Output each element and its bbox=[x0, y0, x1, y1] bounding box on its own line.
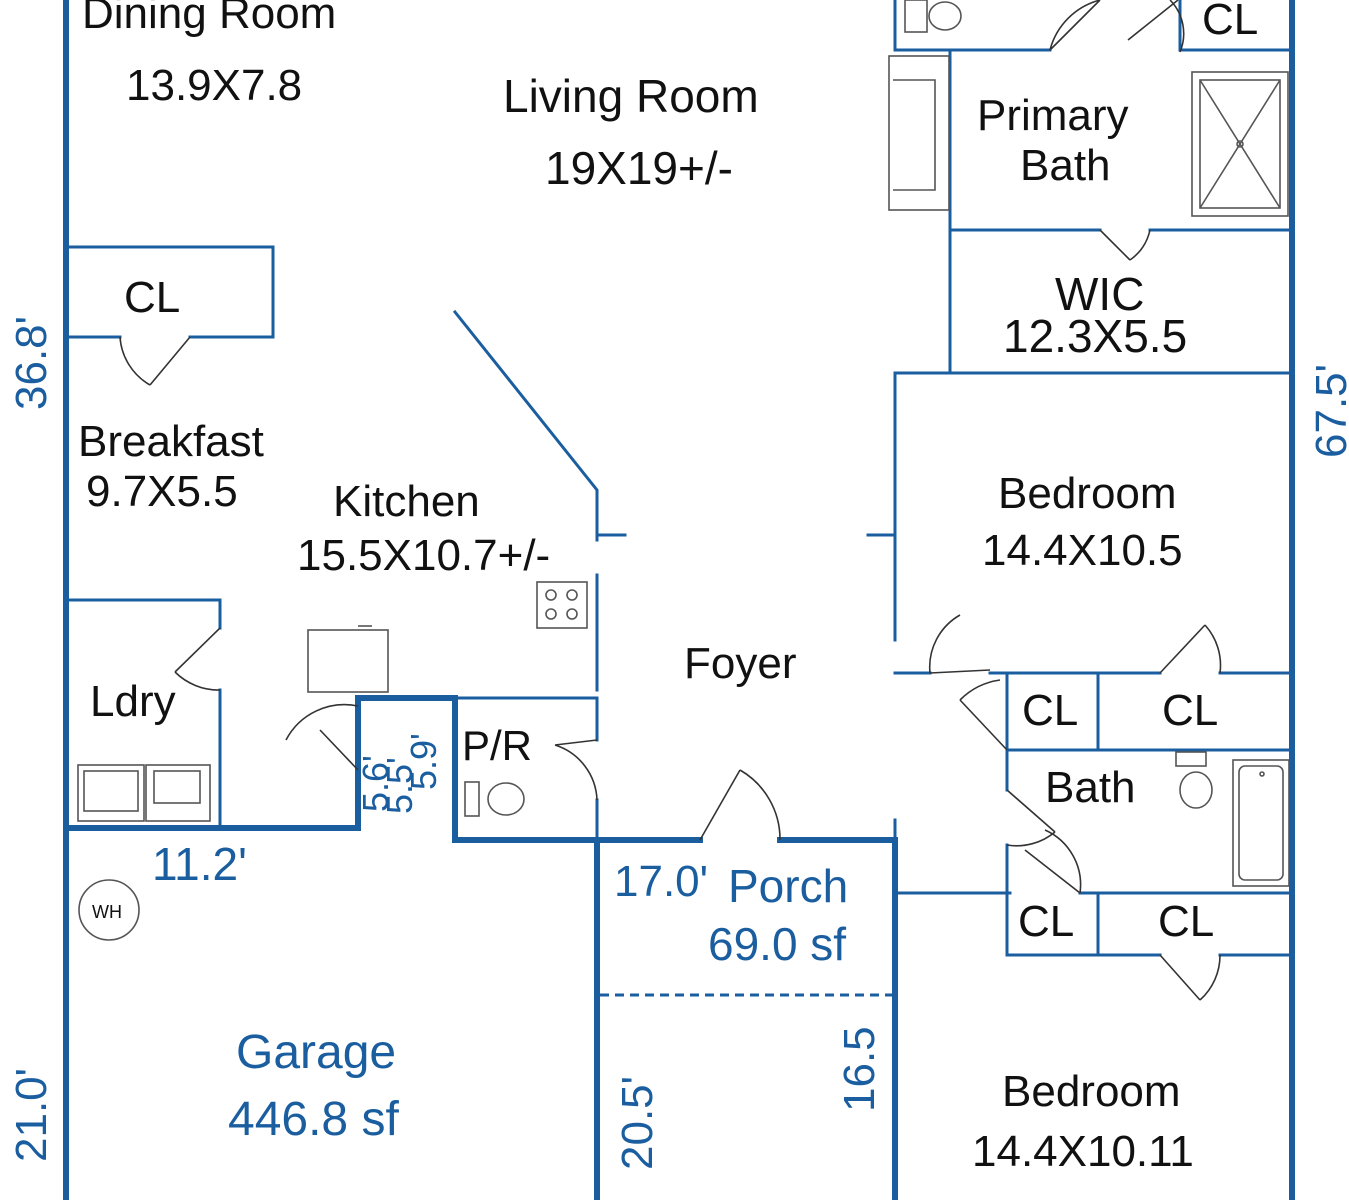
powder-toilet-icon bbox=[464, 781, 525, 817]
powder-room-wall bbox=[453, 696, 599, 842]
porch-name: Porch bbox=[728, 860, 848, 912]
door-breakfast-closet bbox=[119, 336, 191, 386]
bath-name: Bath bbox=[1045, 763, 1136, 812]
dimension-porch-depth: 16.5 bbox=[835, 1026, 884, 1112]
wic-name: WIC bbox=[1055, 268, 1144, 320]
fixtures bbox=[77, 0, 1290, 941]
dimension-left-lower: 21.0' bbox=[7, 1068, 56, 1162]
door-bath-2 bbox=[1024, 829, 1082, 894]
bedroom-2-name: Bedroom bbox=[1002, 1067, 1181, 1116]
dimension-garage-width: 11.2' bbox=[152, 838, 247, 890]
closet-bedroom-right: CL bbox=[1162, 686, 1218, 735]
door-bath bbox=[1006, 789, 1056, 847]
dimension-porch-width: 17.0' bbox=[614, 857, 708, 906]
door-top-closet-2 bbox=[1127, 0, 1185, 53]
dimension-right: 67.5' bbox=[1307, 364, 1349, 458]
garage-name: Garage bbox=[236, 1026, 396, 1079]
toilet-icon bbox=[904, 0, 962, 33]
door-laundry bbox=[174, 627, 221, 691]
bath-tub-icon bbox=[1232, 759, 1290, 887]
living-room-name: Living Room bbox=[503, 70, 759, 122]
door-bedroom-2-closet bbox=[1159, 954, 1221, 1001]
doors bbox=[119, 0, 1222, 1001]
primary-bath-name-2: Bath bbox=[1020, 141, 1111, 190]
door-bedroom-1-closet bbox=[1159, 624, 1222, 674]
kitchen-sink-icon bbox=[307, 625, 389, 693]
primary-bath-name-1: Primary bbox=[977, 91, 1129, 140]
room-labels: Dining Room 13.9X7.8 Living Room 19X19+/… bbox=[78, 0, 1258, 1176]
bedroom-2-size: 14.4X10.11 bbox=[972, 1127, 1194, 1176]
dimension-hall-b: 5.5' bbox=[379, 757, 420, 814]
bedroom-1-size: 14.4X10.5 bbox=[982, 526, 1183, 575]
breakfast-size: 9.7X5.5 bbox=[86, 467, 238, 516]
garage-top-wall bbox=[63, 695, 600, 843]
bath-wall bbox=[1005, 748, 1292, 957]
water-heater-label: WH bbox=[92, 902, 122, 922]
closet-lower-right: CL bbox=[1158, 897, 1214, 946]
dimension-hall-a: 5.6' bbox=[355, 755, 396, 812]
bath-toilet-icon bbox=[1175, 751, 1213, 809]
laundry-name: Ldry bbox=[90, 677, 176, 726]
kitchen-name: Kitchen bbox=[333, 477, 480, 526]
breakfast-name: Breakfast bbox=[78, 417, 264, 466]
closet-bedroom-left: CL bbox=[1022, 686, 1078, 735]
bedroom-1-wall bbox=[866, 371, 1292, 675]
walls bbox=[63, 0, 1295, 1200]
closet-top-right: CL bbox=[1202, 0, 1258, 44]
wic-size: 12.3X5.5 bbox=[1003, 310, 1187, 362]
door-front bbox=[699, 769, 781, 841]
dining-room-size: 13.9X7.8 bbox=[126, 61, 302, 110]
porch-area: 69.0 sf bbox=[708, 918, 846, 970]
door-powder-room bbox=[554, 739, 598, 801]
living-room-size: 19X19+/- bbox=[545, 142, 733, 194]
shower-icon bbox=[1191, 71, 1289, 217]
primary-bath-wall bbox=[948, 48, 1292, 372]
dimension-garage-depth: 20.5' bbox=[613, 1076, 662, 1170]
foyer-name: Foyer bbox=[684, 639, 796, 688]
bathtub-icon bbox=[888, 55, 950, 211]
kitchen-size: 15.5X10.7+/- bbox=[297, 531, 550, 580]
dimension-hall-c: 5.9' bbox=[403, 733, 444, 790]
garage-area: 446.8 sf bbox=[228, 1093, 399, 1146]
door-top-closet bbox=[1049, 0, 1101, 51]
dryer-icon bbox=[145, 764, 211, 822]
washer-icon bbox=[77, 764, 145, 822]
dimension-left-upper: 36.8' bbox=[7, 316, 56, 410]
dining-room-name: Dining Room bbox=[82, 0, 336, 38]
door-primary-bath bbox=[1099, 229, 1151, 261]
dimension-labels: 36.8' 67.5' 21.0' 11.2' 5.6' 5.5' 5.9' 1… bbox=[7, 316, 1349, 1170]
powder-room-name: P/R bbox=[462, 722, 532, 769]
bedroom-1-name: Bedroom bbox=[998, 469, 1177, 518]
stove-icon bbox=[536, 581, 588, 629]
top-right-rooms-wall bbox=[893, 0, 1292, 52]
door-hall-closet bbox=[959, 679, 1008, 751]
door-garage bbox=[285, 703, 359, 771]
closet-lower-left: CL bbox=[1018, 897, 1074, 946]
water-heater-icon bbox=[78, 879, 140, 941]
closet-breakfast: CL bbox=[124, 273, 180, 322]
laundry-wall bbox=[64, 598, 222, 830]
breakfast-closet-wall bbox=[64, 245, 275, 339]
kitchen-angled-wall bbox=[452, 309, 599, 542]
door-bedroom-1 bbox=[928, 614, 991, 674]
